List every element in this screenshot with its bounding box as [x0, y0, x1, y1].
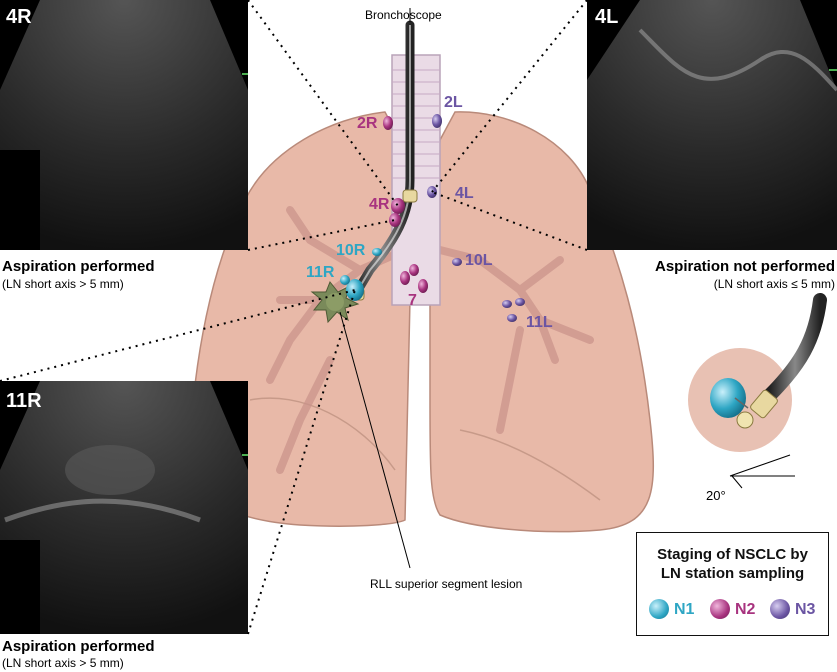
node-11r	[340, 275, 350, 285]
node-7	[400, 271, 410, 285]
legend: Staging of NSCLC by LN station sampling …	[636, 532, 829, 636]
caption-4r: Aspiration performed	[2, 258, 155, 275]
node-11l	[515, 298, 525, 306]
legend-swatch-n1	[649, 599, 669, 619]
node-11l	[507, 314, 517, 322]
node-7	[418, 279, 428, 293]
ultrasound-4l	[587, 0, 837, 250]
lesion-label: RLL superior segment lesion	[370, 577, 522, 591]
legend-label-n1: N1	[674, 601, 694, 619]
station-label-10r: 10R	[336, 242, 365, 260]
station-label-11l: 11L	[526, 314, 553, 332]
panel-title-11r: 11R	[6, 390, 42, 413]
legend-title-line1: Staging of NSCLC by	[657, 546, 808, 563]
ultrasound-4r	[0, 0, 248, 250]
node-2l	[432, 114, 442, 128]
subcaption-4l: (LN short axis ≤ 5 mm)	[714, 277, 835, 291]
legend-swatch-n2	[710, 599, 730, 619]
node-2r	[383, 116, 393, 130]
legend-label-n2: N2	[735, 601, 755, 619]
node-7	[409, 264, 419, 276]
panel-title-4l: 4L	[595, 6, 618, 29]
node-11l	[502, 300, 512, 308]
subcaption-4r: (LN short axis > 5 mm)	[2, 277, 124, 291]
station-label-11r: 11R	[306, 264, 334, 282]
angle-label: 20°	[706, 488, 726, 503]
node-10l	[452, 258, 462, 266]
angle-ray	[730, 455, 790, 476]
node-10r	[372, 248, 382, 256]
node-4r	[391, 198, 405, 214]
station-label-4l: 4L	[455, 185, 474, 203]
legend-title-line2: LN station sampling	[661, 565, 804, 582]
legend-label-n3: N3	[795, 601, 815, 619]
caption-4l: Aspiration not performed	[655, 258, 835, 275]
station-label-2r: 2R	[357, 115, 377, 133]
station-label-2l: 2L	[444, 94, 463, 112]
caption-11r: Aspiration performed	[2, 638, 155, 655]
panel-title-4r: 4R	[6, 6, 32, 29]
node-4r	[389, 213, 401, 227]
legend-title: Staging of NSCLC by LN station sampling	[637, 545, 828, 583]
station-label-7: 7	[408, 292, 417, 310]
ultrasound-11r	[0, 381, 248, 634]
inset-illustration	[688, 300, 820, 488]
station-label-4r: 4R	[369, 196, 389, 214]
bronchoscope-label: Bronchoscope	[365, 8, 442, 22]
legend-swatch-n3	[770, 599, 790, 619]
subcaption-11r: (LN short axis > 5 mm)	[2, 656, 124, 670]
station-label-10l: 10L	[465, 252, 493, 270]
